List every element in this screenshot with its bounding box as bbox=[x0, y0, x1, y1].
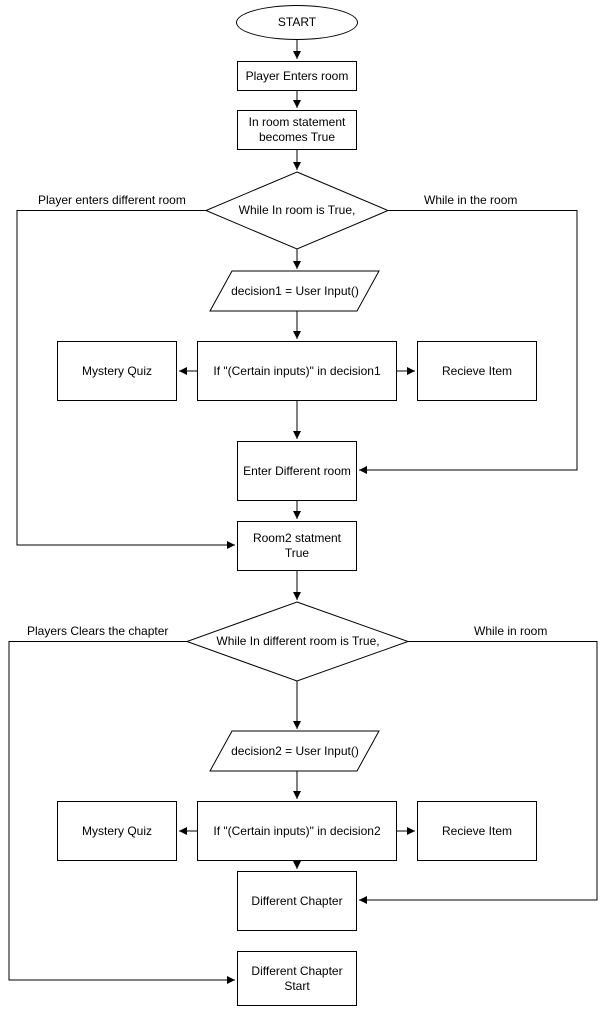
edge-label-player-enters-different-room: Player enters different room bbox=[38, 193, 186, 207]
edge-loop-player-enters-different-room bbox=[16, 210, 235, 549]
process-mystery-quiz-2: Mystery Quiz bbox=[57, 801, 177, 861]
input-decision2-label: decision2 = User Input() bbox=[231, 743, 359, 758]
process-player-enters-room: Player Enters room bbox=[237, 61, 357, 91]
process-enter-different-room: Enter Different room bbox=[237, 441, 357, 501]
edge-loop-while-in-the-room bbox=[359, 210, 578, 474]
process-in-room-statement: In room statement becomes True bbox=[237, 110, 357, 150]
input-parallelogram-decision1 bbox=[209, 270, 380, 312]
decision-while-in-room-label: While In room is True, bbox=[238, 203, 356, 217]
input-decision1-label: decision1 = User Input() bbox=[231, 283, 359, 298]
process-if-decision2: If "(Certain inputs)" in decision2 bbox=[197, 801, 397, 861]
input-parallelogram-decision2 bbox=[209, 730, 380, 772]
process-different-chapter: Different Chapter bbox=[237, 871, 357, 931]
decision-while-in-different-room-label: While In different room is True, bbox=[216, 633, 380, 648]
edge-label-players-clears-the-chapter: Players Clears the chapter bbox=[27, 624, 169, 638]
process-recieve-item-1: Recieve Item bbox=[417, 341, 537, 401]
process-room2-statement: Room2 statment True bbox=[237, 521, 357, 571]
edge-loop-players-clears-the-chapter bbox=[8, 641, 235, 984]
process-mystery-quiz-1: Mystery Quiz bbox=[57, 341, 177, 401]
edge-label-while-in-room: While in room bbox=[474, 624, 548, 638]
edge-loop-while-in-room bbox=[359, 641, 598, 904]
process-if-decision1: If "(Certain inputs)" in decision1 bbox=[197, 341, 397, 401]
process-recieve-item-2: Recieve Item bbox=[417, 801, 537, 861]
process-different-chapter-start: Different Chapter Start bbox=[237, 951, 357, 1006]
start-node: START bbox=[236, 5, 358, 40]
edge-label-while-in-the-room: While in the room bbox=[424, 193, 518, 207]
